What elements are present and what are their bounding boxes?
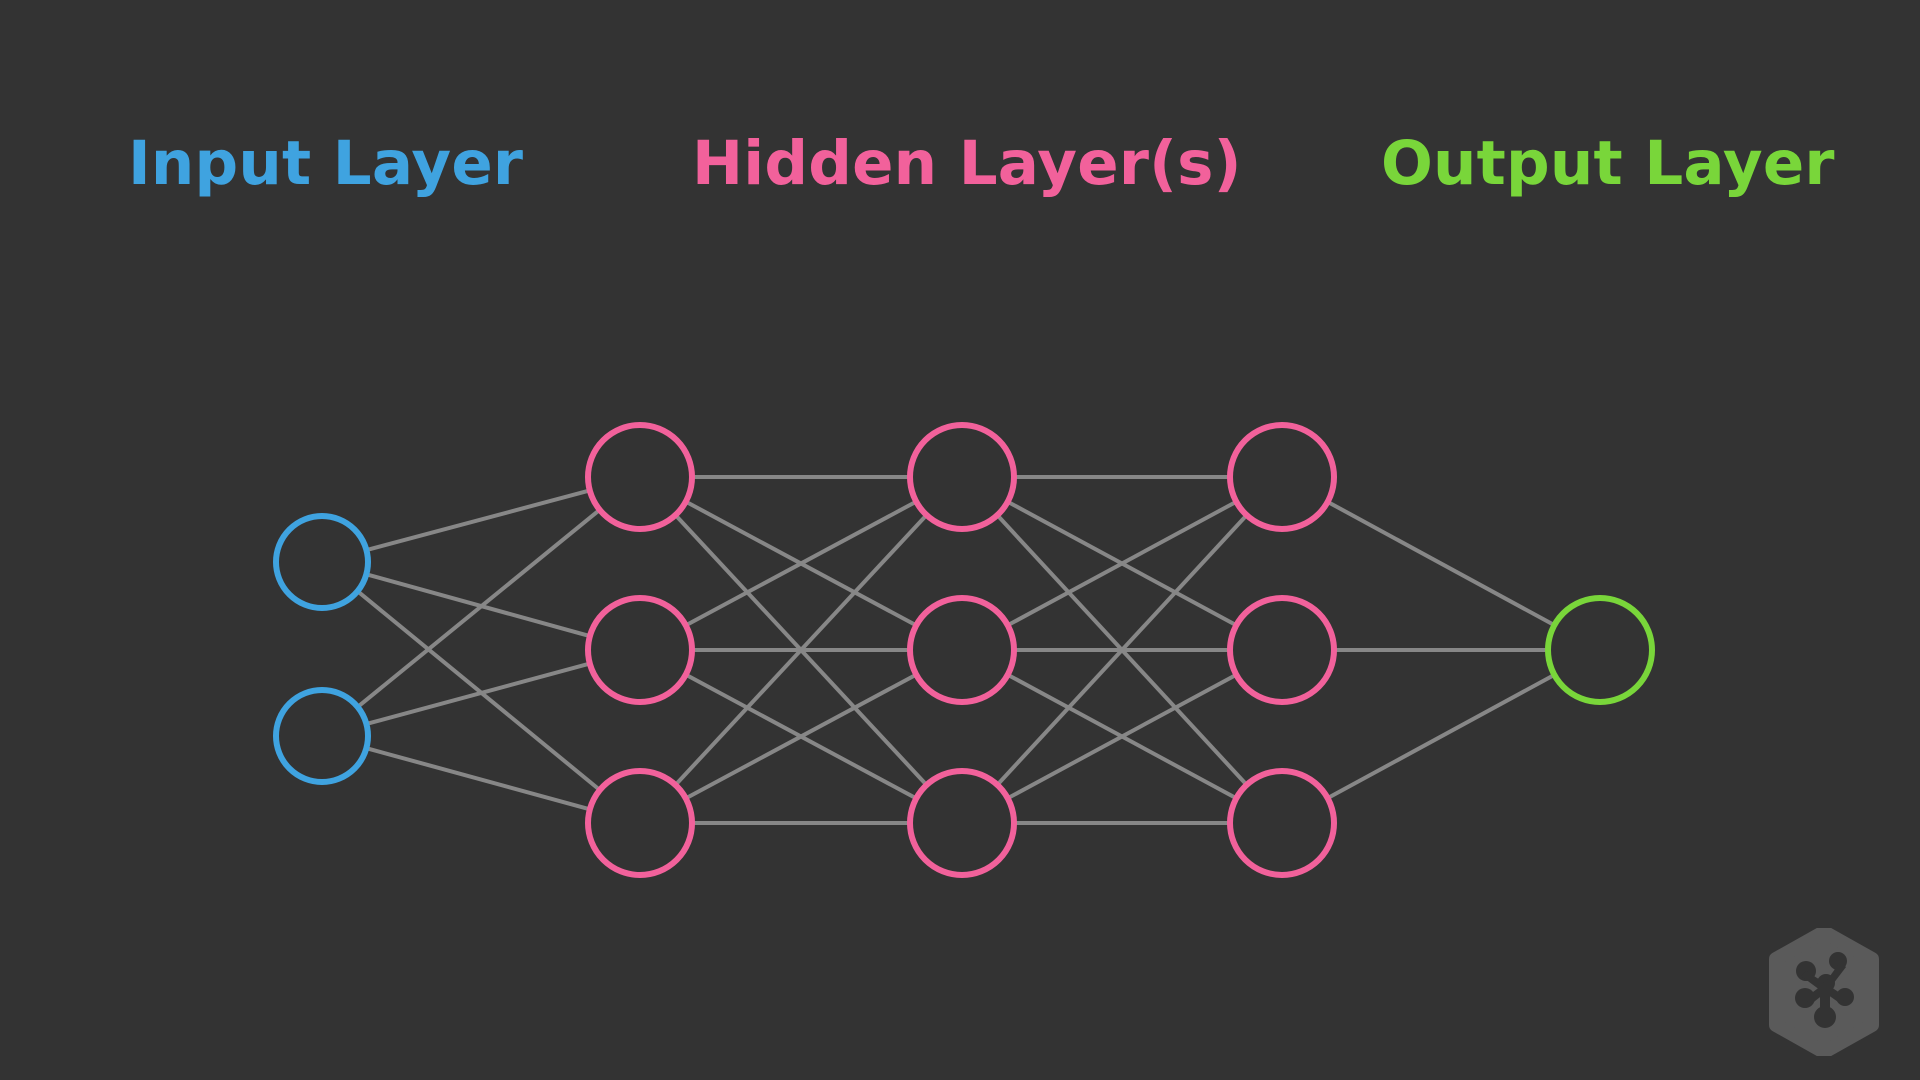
connection-edge: [1327, 500, 1555, 627]
neuron-node-h3-2: [1227, 595, 1337, 705]
connection-edge: [357, 590, 601, 791]
connection-edge: [685, 673, 917, 800]
input-layer-heading: Input Layer: [128, 128, 524, 199]
neuron-node-h1-2: [585, 595, 695, 705]
hexagon-neuron-logo-icon: [1769, 928, 1879, 1056]
connection-edge: [1327, 673, 1555, 800]
connection-edge: [366, 661, 590, 726]
connection-edges: [357, 475, 1555, 825]
connection-edge: [357, 508, 601, 708]
neuron-node-h2-3: [907, 768, 1017, 878]
output-layer-heading: Output Layer: [1381, 128, 1835, 199]
neuron-node-o1: [1545, 595, 1655, 705]
neuron-node-i1: [273, 513, 371, 611]
neuron-node-h1-1: [585, 422, 695, 532]
neuron-node-h2-1: [907, 422, 1017, 532]
neuron-node-h3-1: [1227, 422, 1337, 532]
neuron-node-h3-3: [1227, 768, 1337, 878]
connection-edge: [366, 488, 590, 552]
neuron-node-h1-3: [585, 768, 695, 878]
connection-edge: [366, 746, 590, 811]
neuron-node-h2-2: [907, 595, 1017, 705]
connection-edge: [674, 514, 928, 786]
connection-edge: [366, 572, 590, 638]
neuron-node-i2: [273, 687, 371, 785]
connection-edge: [1007, 500, 1237, 627]
connection-edge: [685, 500, 917, 627]
connection-edge: [1007, 673, 1237, 800]
connection-edge: [996, 514, 1248, 786]
hidden-layer-heading: Hidden Layer(s): [692, 128, 1242, 199]
neuron-nodes: [273, 422, 1655, 878]
